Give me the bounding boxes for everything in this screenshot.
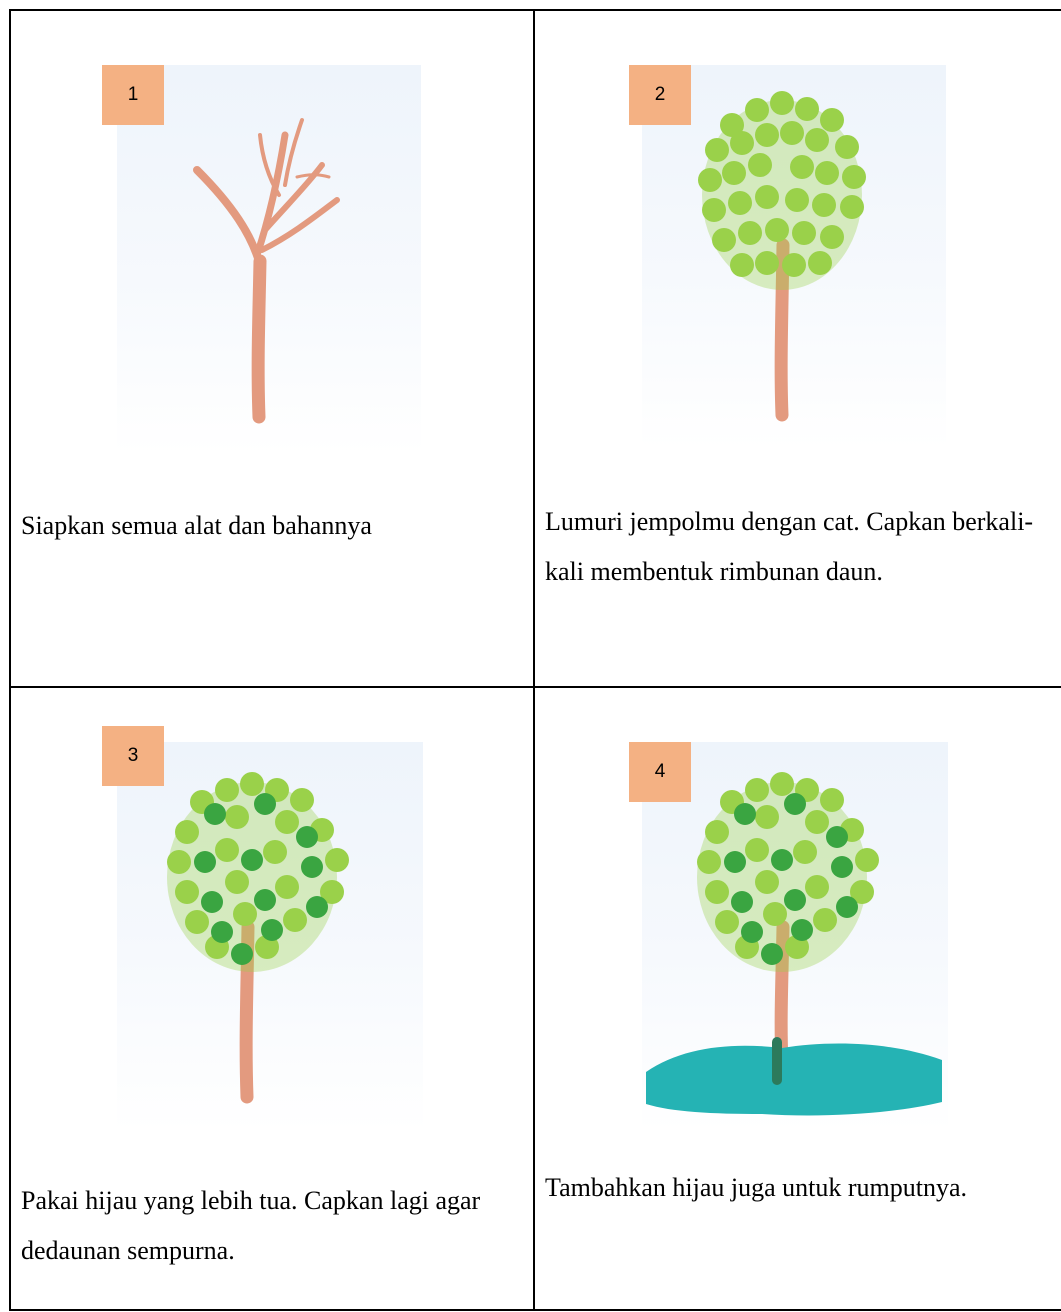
step-caption-1: Siapkan semua alat dan bahannya [21,511,372,540]
table-border-center [533,9,535,1311]
step-2-illustration [642,65,946,449]
step-caption-3: Pakai hijau yang lebih tua. Capkan lagi … [21,1186,481,1265]
step-badge-1: 1 [102,65,164,125]
tree-branches-icon [193,118,340,424]
step-cell-2: 2 Lumuri jempolmu dengan cat. Capkan ber… [535,11,1061,686]
steps-table: 1 Siapkan semua alat dan bahannya 2 Lumu… [9,9,1061,1312]
step-4-illustration [642,742,948,1132]
step-caption-4: Tambahkan hijau juga untuk rumputnya. [545,1173,968,1202]
step-3-illustration [117,742,423,1132]
step-caption-2: Lumuri jempolmu dengan cat. Capkan berka… [545,507,1034,586]
tree-light-leaves-icon [698,91,866,422]
step-badge-4: 4 [629,742,691,802]
step-1-illustration [117,65,421,455]
step-cell-3: 3 Pakai hijau yang lebih tua. Capkan lag… [11,688,533,1309]
step-badge-2: 2 [629,65,691,125]
table-border-middle [9,686,1061,688]
tree-dark-leaves-icon [167,772,349,1104]
tree-with-grass-icon [646,772,942,1116]
step-badge-3: 3 [102,726,164,786]
table-border-left [9,9,11,1311]
step-cell-4: 4 Tambahkan hijau juga untuk rumputnya. [535,688,1061,1309]
step-cell-1: 1 Siapkan semua alat dan bahannya [11,11,533,686]
table-border-bottom [9,1309,1061,1311]
table-border-top [9,9,1061,11]
